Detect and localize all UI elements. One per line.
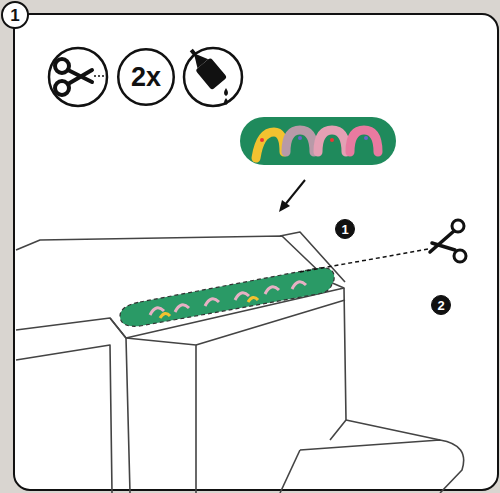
step-number: 1 [1, 1, 29, 29]
callout-number: 1 [335, 219, 355, 239]
placement-arrow [279, 180, 305, 212]
glue-icon [184, 44, 242, 106]
sticker-piece [240, 117, 396, 165]
label-text: 1 [10, 7, 19, 24]
sticker-target-area [120, 268, 334, 327]
label-text: 2 [437, 299, 444, 312]
cut-line [300, 220, 466, 272]
cut-icon [49, 48, 107, 106]
quantity-badge: 2x [117, 48, 175, 106]
callout-number: 2 [431, 295, 451, 315]
box-model [16, 232, 464, 493]
label-text: 1 [341, 223, 348, 236]
label-text: 2x [131, 64, 161, 91]
step-panel [14, 14, 498, 490]
